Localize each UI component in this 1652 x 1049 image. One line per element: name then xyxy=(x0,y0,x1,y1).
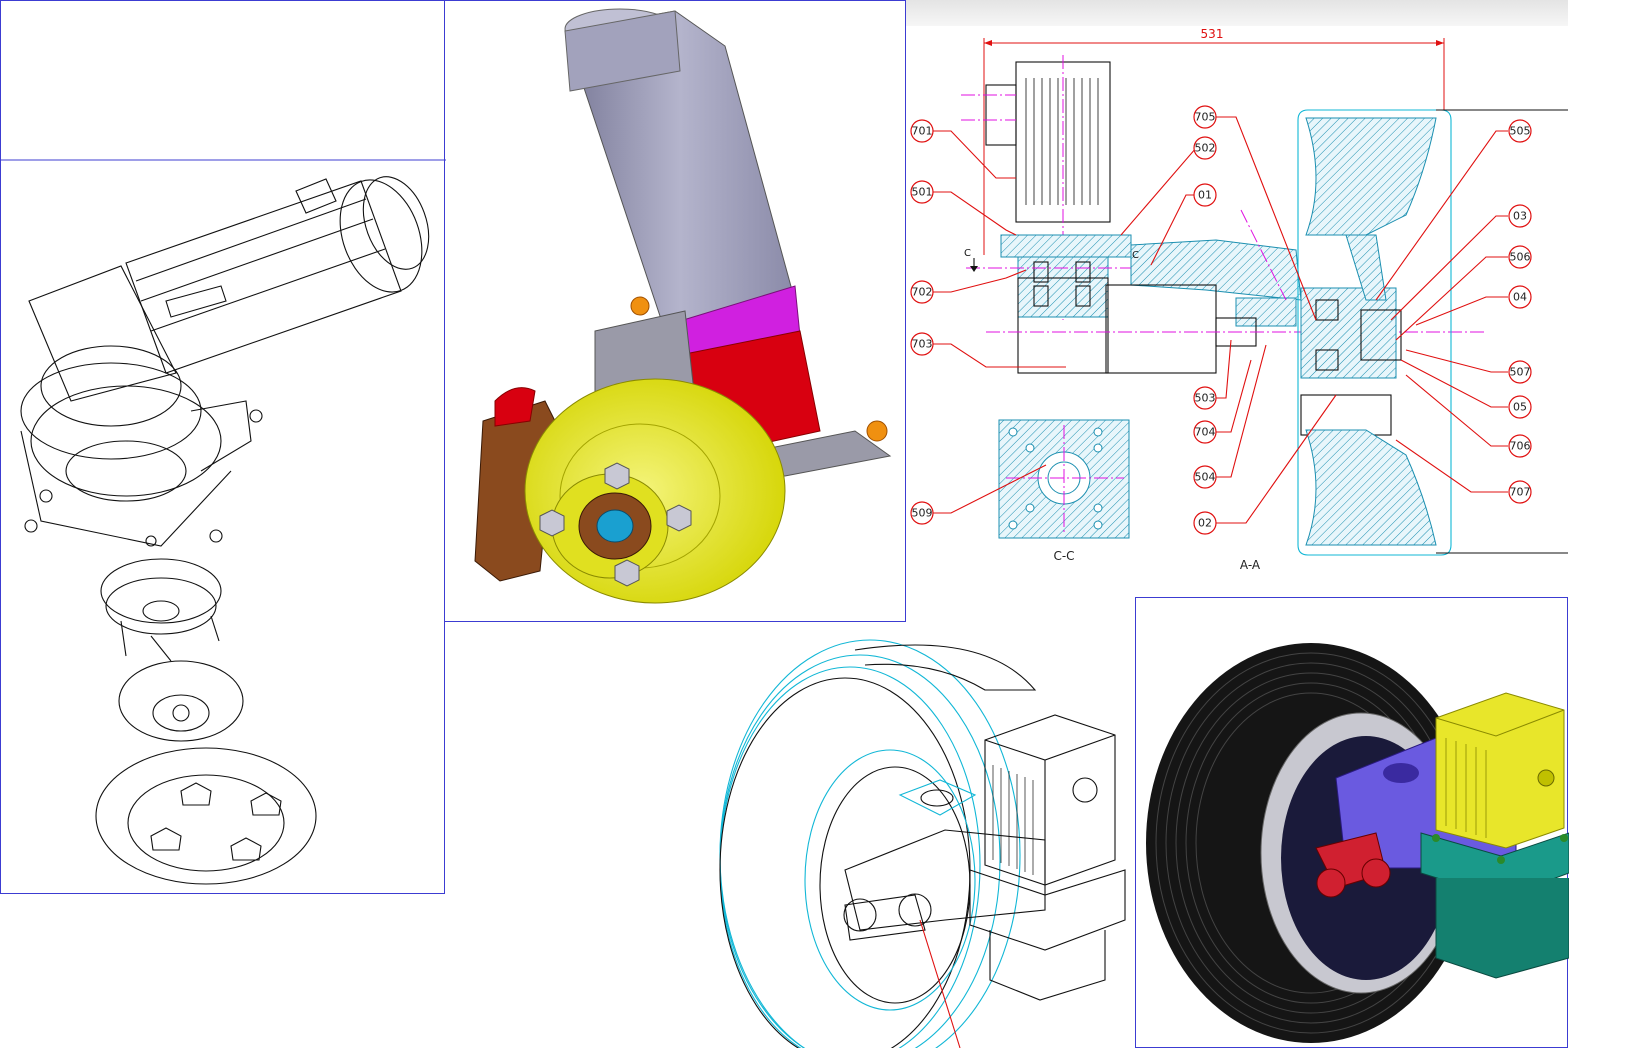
svg-text:502: 502 xyxy=(1195,142,1216,155)
callout-705: 705 xyxy=(1193,105,1217,129)
dimension-531: 531 xyxy=(1201,27,1224,41)
svg-text:507: 507 xyxy=(1510,366,1531,379)
svg-text:506: 506 xyxy=(1510,251,1531,264)
svg-text:704: 704 xyxy=(1195,426,1216,439)
callout-506: 506 xyxy=(1508,245,1532,269)
svg-text:703: 703 xyxy=(912,338,933,351)
wheel-render-panel xyxy=(1135,597,1569,1048)
brake-render-panel xyxy=(444,0,906,622)
callout-04: 04 xyxy=(1508,285,1532,309)
callout-702: 702 xyxy=(910,280,934,304)
callout-505: 505 xyxy=(1508,119,1532,143)
callout-01: 01 xyxy=(1193,183,1217,207)
callout-03: 03 xyxy=(1508,204,1532,228)
callout-701: 701 xyxy=(910,119,934,143)
svg-text:02: 02 xyxy=(1198,517,1212,530)
callout-704: 704 xyxy=(1193,420,1217,444)
svg-text:01: 01 xyxy=(1198,189,1212,202)
svg-text:701: 701 xyxy=(912,125,933,138)
wheel-render-icon xyxy=(1146,643,1569,1043)
exploded-view-panel xyxy=(0,0,446,894)
cut-mark-left: C xyxy=(964,248,971,259)
callout-507: 507 xyxy=(1508,360,1532,384)
svg-text:03: 03 xyxy=(1513,210,1527,223)
callout-502: 502 xyxy=(1193,136,1217,160)
wheel-wireframe-icon xyxy=(719,639,1126,1048)
cut-mark-right: C xyxy=(1132,250,1139,261)
callout-504: 504 xyxy=(1193,465,1217,489)
brake-assembly-render-icon xyxy=(474,8,892,604)
wheel-wireframe-panel xyxy=(685,630,1135,1048)
section-drawing: 531 xyxy=(906,0,1568,572)
exploded-linework-icon xyxy=(1,159,446,885)
callout-501: 501 xyxy=(910,180,934,204)
callout-707: 707 xyxy=(1508,480,1532,504)
callout-509: 509 xyxy=(910,501,934,525)
svg-text:706: 706 xyxy=(1510,440,1531,453)
callout-706: 706 xyxy=(1508,434,1532,458)
svg-text:04: 04 xyxy=(1513,291,1527,304)
svg-text:702: 702 xyxy=(912,286,933,299)
svg-text:707: 707 xyxy=(1510,486,1531,499)
callout-05: 05 xyxy=(1508,395,1532,419)
svg-text:509: 509 xyxy=(912,507,933,520)
svg-text:501: 501 xyxy=(912,186,933,199)
svg-text:504: 504 xyxy=(1195,471,1216,484)
section-cc-label: C-C xyxy=(1053,549,1074,563)
callout-503: 503 xyxy=(1193,386,1217,410)
callout-02: 02 xyxy=(1193,511,1217,535)
svg-text:503: 503 xyxy=(1195,392,1216,405)
section-drawing-panel: 531 xyxy=(906,0,1568,595)
svg-text:05: 05 xyxy=(1513,401,1527,414)
callout-703: 703 xyxy=(910,332,934,356)
section-aa-label: A-A xyxy=(1240,558,1261,572)
svg-text:505: 505 xyxy=(1510,125,1531,138)
svg-text:705: 705 xyxy=(1195,111,1216,124)
